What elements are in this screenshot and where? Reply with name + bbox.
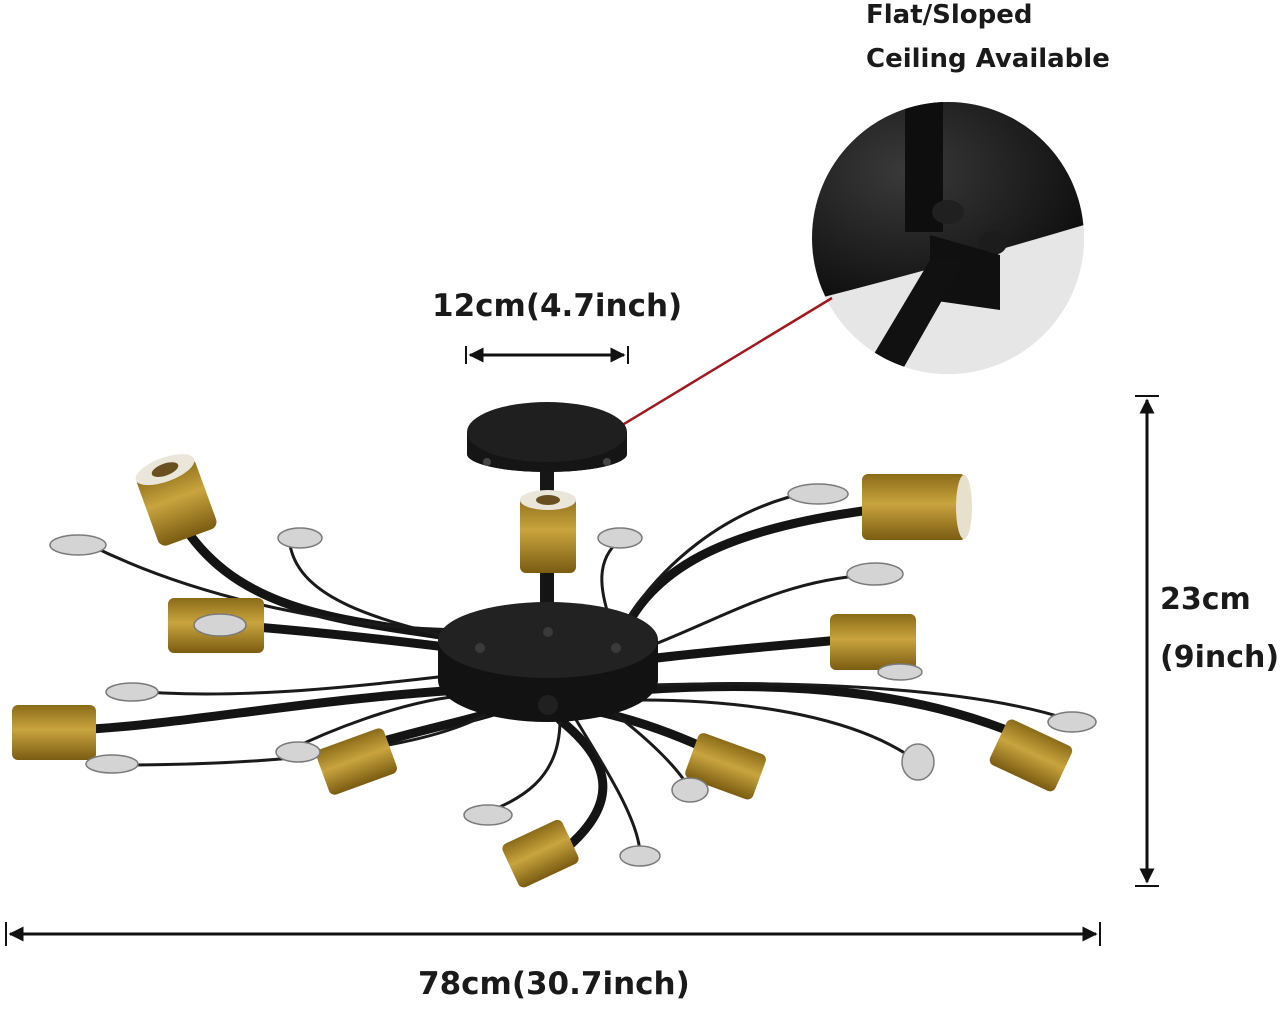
canopy-width-label: 12cm(4.7inch) <box>432 288 683 324</box>
height-cm-label: 23cm <box>1160 582 1251 617</box>
gold-sockets <box>12 454 1073 888</box>
callout-title-line1: Flat/Sloped <box>866 0 1033 30</box>
crystal-drops <box>49 483 1097 867</box>
central-hub <box>438 602 658 722</box>
total-width-label: 78cm(30.7inch) <box>418 966 690 1002</box>
ceiling-mount-detail-callout <box>812 102 1084 374</box>
callout-title-line2: Ceiling Available <box>866 44 1110 74</box>
height-inch-label: (9inch) <box>1160 640 1280 675</box>
